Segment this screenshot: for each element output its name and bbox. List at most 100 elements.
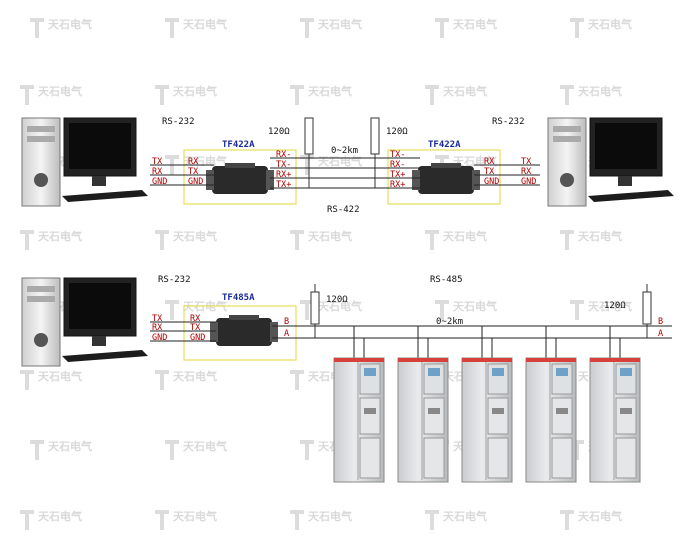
watermark-tile: 天石电气 bbox=[560, 229, 622, 250]
top-right-port-label: RS-232 bbox=[492, 117, 525, 127]
watermark-text: 天石电气 bbox=[443, 509, 487, 523]
signal-label: TX bbox=[521, 157, 532, 167]
watermark-text: 天石电气 bbox=[588, 299, 632, 313]
watermark-layer: 天石电气天石电气天石电气天石电气天石电气天石电气天石电气天石电气天石电气天石电气… bbox=[20, 17, 632, 530]
top-left-port-label: RS-232 bbox=[162, 117, 195, 127]
watermark-tile: 天石电气 bbox=[435, 299, 497, 320]
watermark-tile: 天石电气 bbox=[425, 509, 487, 530]
signal-label: RX- bbox=[276, 150, 291, 160]
watermark-text: 天石电气 bbox=[578, 229, 622, 243]
resistor-right-bottom-label: 120Ω bbox=[604, 301, 626, 311]
computer-bottom bbox=[21, 277, 148, 367]
watermark-tile: 天石电气 bbox=[155, 369, 217, 390]
top-bus-label: RS-422 bbox=[327, 205, 360, 215]
top-wiring bbox=[150, 157, 540, 189]
top-signal-labels: TXRXGNDRXTXGNDRX-TX-RX+TX+TX-RX-TX+RX+RX… bbox=[152, 150, 536, 190]
watermark-text: 天石电气 bbox=[588, 17, 632, 31]
converter-box-bottom bbox=[183, 305, 297, 361]
watermark-tile: 天石电气 bbox=[300, 17, 362, 38]
watermark-text: 天石电气 bbox=[318, 154, 362, 168]
watermark-tile: 天石电气 bbox=[20, 369, 82, 390]
bottom-wiring bbox=[150, 321, 672, 342]
watermark-tile: 天石电气 bbox=[570, 299, 632, 320]
signal-label: TX+ bbox=[276, 180, 291, 190]
converter-body-right-top bbox=[412, 163, 480, 194]
watermark-tile: 天石电气 bbox=[425, 84, 487, 105]
watermark-tile: 天石电气 bbox=[570, 17, 632, 38]
resistor-right-bottom bbox=[642, 291, 652, 325]
top-distance-label: 0~2km bbox=[331, 146, 358, 156]
resistor-left-bottom bbox=[310, 291, 320, 325]
watermark-tile: 天石电气 bbox=[300, 299, 362, 320]
watermark-tile: 天石电气 bbox=[560, 84, 622, 105]
watermark-text: 天石电气 bbox=[318, 299, 362, 313]
signal-label: RX bbox=[190, 314, 201, 324]
watermark-text: 天石电气 bbox=[453, 299, 497, 313]
signal-label: TX bbox=[188, 167, 199, 177]
signal-label: GND bbox=[152, 177, 167, 187]
signal-label: TX bbox=[152, 157, 163, 167]
converter-body-left-top bbox=[206, 163, 274, 194]
watermark-tile: 天石电气 bbox=[30, 17, 92, 38]
watermark-text: 天石电气 bbox=[578, 84, 622, 98]
signal-label: RX bbox=[152, 323, 163, 333]
signal-label: TX- bbox=[276, 160, 291, 170]
watermark-text: 天石电气 bbox=[183, 17, 227, 31]
signal-label: RX bbox=[484, 157, 495, 167]
watermark-text: 天石电气 bbox=[173, 509, 217, 523]
switchgear-cabinet bbox=[461, 326, 513, 483]
resistor-left-bottom-label: 120Ω bbox=[326, 295, 348, 305]
watermark-tile: 天石电气 bbox=[20, 509, 82, 530]
converter-body-bottom bbox=[210, 315, 278, 346]
watermark-text: 天石电气 bbox=[443, 229, 487, 243]
watermark-text: 天石电气 bbox=[308, 84, 352, 98]
switchgear-cabinet bbox=[333, 326, 385, 483]
converter-model-bottom: TF485A bbox=[222, 293, 255, 303]
resistor-right-top-label: 120Ω bbox=[386, 127, 408, 137]
switchgear-cabinet bbox=[525, 326, 577, 483]
watermark-tile: 天石电气 bbox=[155, 509, 217, 530]
watermark-tile: 天石电气 bbox=[290, 509, 352, 530]
signal-label: B bbox=[658, 317, 663, 327]
watermark-text: 天石电气 bbox=[38, 229, 82, 243]
signal-label: RX bbox=[152, 167, 163, 177]
signal-label: TX bbox=[190, 323, 201, 333]
signal-label: TX+ bbox=[390, 170, 405, 180]
watermark-tile: 天石电气 bbox=[290, 229, 352, 250]
converter-model-right-top: TF422A bbox=[428, 140, 461, 150]
watermark-text: 天石电气 bbox=[38, 369, 82, 383]
signal-label: TX bbox=[152, 314, 163, 324]
watermark-tile: 天石电气 bbox=[435, 17, 497, 38]
signal-label: B bbox=[284, 317, 289, 327]
computer-right-top bbox=[547, 117, 674, 207]
signal-label: RX- bbox=[390, 160, 405, 170]
watermark-tile: 天石电气 bbox=[155, 229, 217, 250]
watermark-text: 天石电气 bbox=[173, 84, 217, 98]
watermark-tile: 天石电气 bbox=[165, 439, 227, 460]
watermark-tile: 天石电气 bbox=[290, 84, 352, 105]
watermark-tile: 天石电气 bbox=[560, 509, 622, 530]
watermark-tile: 天石电气 bbox=[155, 84, 217, 105]
switchgear-cabinet bbox=[397, 326, 449, 483]
watermark-tile: 天石电气 bbox=[425, 229, 487, 250]
resistor-right-top bbox=[370, 117, 380, 155]
signal-label: GND bbox=[484, 177, 499, 187]
watermark-text: 天石电气 bbox=[308, 229, 352, 243]
converter-box-left-top bbox=[183, 149, 297, 205]
bottom-distance-label: 0~2km bbox=[436, 317, 463, 327]
watermark-text: 天石电气 bbox=[173, 229, 217, 243]
watermark-text: 天石电气 bbox=[38, 509, 82, 523]
watermark-text: 天石电气 bbox=[443, 84, 487, 98]
watermark-tile: 天石电气 bbox=[20, 84, 82, 105]
bottom-bus-label: RS-485 bbox=[430, 275, 463, 285]
resistor-left-top-label: 120Ω bbox=[268, 127, 290, 137]
watermark-text: 天石电气 bbox=[578, 509, 622, 523]
watermark-text: 天石电气 bbox=[48, 17, 92, 31]
signal-label: GND bbox=[188, 177, 203, 187]
watermark-text: 天石电气 bbox=[318, 17, 362, 31]
watermark-text: 天石电气 bbox=[173, 369, 217, 383]
watermark-text: 天石电气 bbox=[38, 84, 82, 98]
watermark-text: 天石电气 bbox=[183, 439, 227, 453]
